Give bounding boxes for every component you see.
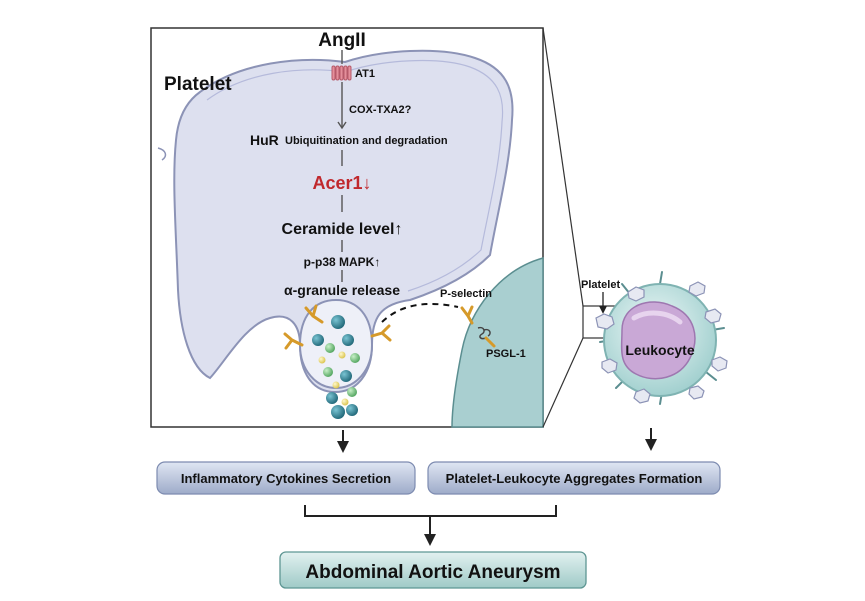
cox-arrowhead (337, 121, 347, 130)
granule-teal (331, 405, 345, 419)
at1-receptor (331, 65, 352, 81)
granule-teal (342, 334, 354, 346)
granule-teal (331, 315, 345, 329)
granule-teal (340, 370, 352, 382)
platelet-fold (157, 147, 167, 161)
pselectin-label: P-selectin (440, 288, 492, 300)
granule-yellow (332, 381, 340, 389)
outcome-box-right (427, 461, 721, 495)
hur-label: HuR (250, 132, 279, 148)
psgl1-label: PSGL-1 (486, 348, 526, 360)
p38-label: p-p38 MAPK↑ (304, 255, 381, 269)
final-outcome-box (279, 551, 587, 589)
final-outcome-label: Abdominal Aortic Aneurysm (305, 562, 560, 583)
granule-green (325, 343, 335, 353)
zoom-lines (542, 27, 584, 428)
psgl1-receptor (477, 326, 491, 340)
acer1-label: Acer1↓ (312, 173, 371, 193)
outcome-right-label: Platelet-Leukocyte Aggregates Formation (446, 471, 703, 486)
psgl1-stem (484, 336, 496, 348)
outcome-left-label: Inflammatory Cytokines Secretion (181, 471, 391, 486)
alpha-granule-vesicle (298, 298, 374, 390)
ceramide-label: Ceramide level↑ (282, 221, 403, 238)
leukocyte-label: Leukocyte (625, 342, 694, 358)
vessel-wall (451, 257, 544, 428)
granule-teal (326, 392, 338, 404)
dashed-arrow (381, 302, 459, 323)
granule-yellow (318, 356, 326, 364)
angii-label: AngII (318, 30, 366, 51)
cox-label: COX-TXA2? (349, 104, 412, 116)
granule-label: α-granule release (284, 282, 400, 298)
granule-teal (346, 404, 358, 416)
zoom-platelet-label: Platelet (581, 279, 620, 291)
at1-label: AT1 (355, 68, 375, 80)
hur-detail-label: Ubiquitination and degradation (285, 135, 448, 147)
granule-green (350, 353, 360, 363)
outcome-box-left (156, 461, 416, 495)
attached-platelets (595, 281, 728, 404)
merge-bracket (304, 505, 557, 517)
platelet-inner-membrane (206, 59, 504, 292)
p-selectin-receptor (283, 304, 392, 350)
platelet-title: Platelet (164, 74, 232, 95)
granule-teal (312, 334, 324, 346)
granule-green (323, 367, 333, 377)
leukocyte-cell (599, 271, 725, 405)
granule-green (347, 387, 357, 397)
granule-yellow (341, 398, 349, 406)
p-selectin-membrane (460, 305, 474, 325)
granule-yellow (338, 351, 346, 359)
